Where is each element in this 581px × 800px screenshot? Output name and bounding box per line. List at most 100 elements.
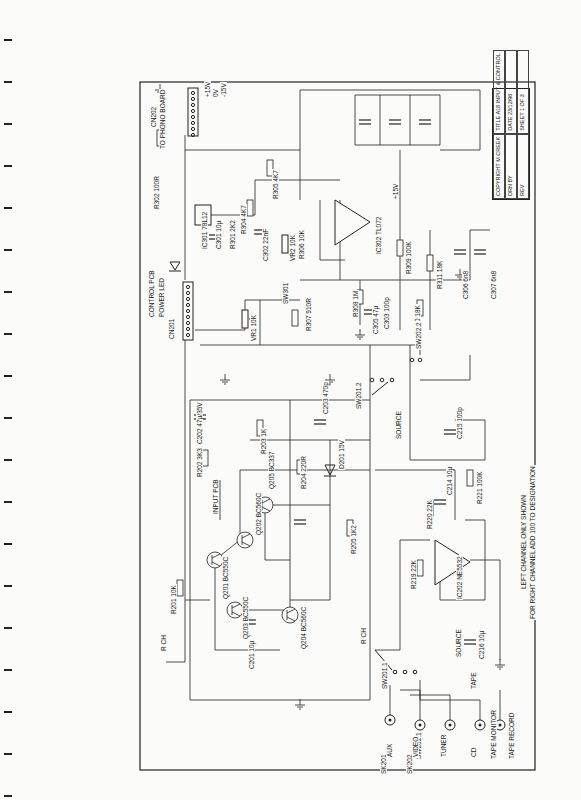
capacitor-plate xyxy=(419,123,431,124)
part-label: SOURCE xyxy=(455,628,462,658)
wire xyxy=(220,480,221,520)
note-text: LEFT CHANNEL ONLY SHOWN xyxy=(520,494,527,590)
wire xyxy=(470,230,490,231)
ground-symbol xyxy=(220,374,230,384)
resistor-symbol xyxy=(427,255,433,271)
part-label: AUX xyxy=(386,743,393,758)
margin-tick xyxy=(4,333,12,335)
wire xyxy=(265,505,290,560)
part-label: VR1 10K xyxy=(250,314,257,342)
part-label: D201 15V xyxy=(338,439,345,470)
part-label: SW301 xyxy=(282,282,289,305)
capacitor-plate xyxy=(434,499,446,500)
part-label: C307 6n8 xyxy=(490,270,497,300)
part-label: R305 4K7 xyxy=(272,169,279,200)
part-label: R304 4K7 xyxy=(240,204,247,235)
wire xyxy=(400,540,430,650)
switch-contact xyxy=(380,378,384,382)
margin-tick xyxy=(4,627,12,629)
wire xyxy=(355,95,440,145)
input-jack xyxy=(475,720,485,730)
transistor-symbol xyxy=(237,532,253,548)
wire xyxy=(185,600,210,601)
part-label: R306 10K xyxy=(298,229,305,260)
capacitor-plate xyxy=(454,253,466,254)
margin-tick xyxy=(4,669,12,671)
transistor-leads xyxy=(262,499,270,511)
connector-pin xyxy=(186,321,189,324)
capacitor-plate xyxy=(464,643,476,644)
capacitor-plate xyxy=(474,253,486,254)
part-label: C306 6n8 xyxy=(462,270,469,300)
wire xyxy=(420,355,470,380)
part-label: R301 2K2 xyxy=(229,219,236,250)
transistor-symbol xyxy=(282,607,298,623)
capacitor-plate xyxy=(434,503,446,504)
capacitor-plate xyxy=(389,119,401,120)
part-label: R302 100R xyxy=(153,175,160,210)
potentiometer-symbol xyxy=(242,310,248,328)
margin-tick xyxy=(4,501,12,503)
part-label: SW201.2 xyxy=(355,381,362,410)
part-label: R307 910R xyxy=(305,297,312,332)
wire xyxy=(410,95,411,145)
part-label: C216 10µ xyxy=(478,630,485,660)
part-label: CD xyxy=(470,747,477,758)
part-label: R309 100K xyxy=(405,240,412,275)
part-label: +15V xyxy=(204,81,211,98)
part-label: R203 1K xyxy=(260,428,267,455)
part-label: SOURCE xyxy=(395,410,402,440)
margin-tick xyxy=(4,165,12,167)
wire xyxy=(250,440,370,441)
part-label: R204 220R xyxy=(300,455,307,490)
resistor-symbol xyxy=(247,200,253,216)
connector-pin xyxy=(186,333,189,336)
part-label: R201 10K xyxy=(170,584,177,615)
part-label: -15V xyxy=(220,82,227,98)
jack-centre xyxy=(419,724,422,727)
capacitor-plate xyxy=(359,123,371,124)
part-label: C203 470p xyxy=(322,381,329,415)
transistor-leads xyxy=(287,609,295,621)
connector-pin xyxy=(186,327,189,330)
connector-pin xyxy=(186,315,189,318)
wire xyxy=(430,230,431,330)
capacitor-plate xyxy=(294,523,306,524)
wire xyxy=(190,400,370,700)
connector-housing xyxy=(183,282,193,340)
margin-tick xyxy=(4,459,12,461)
wire xyxy=(390,685,391,715)
margin-tick xyxy=(4,711,12,713)
part-label: R308 1M xyxy=(352,290,359,318)
title-cell: REV xyxy=(517,134,529,199)
part-label: TAPE MONITOR xyxy=(490,709,497,760)
capacitor-plate xyxy=(444,433,456,434)
connector-pin xyxy=(191,109,194,112)
part-label: POWER LED xyxy=(158,277,165,318)
part-label: SW201.1 xyxy=(381,661,388,690)
opamp-symbol xyxy=(335,200,370,245)
wire xyxy=(190,400,370,401)
part-label: R221 100K xyxy=(476,470,483,505)
opamp-symbol xyxy=(435,540,470,585)
zener-symbol xyxy=(324,465,336,476)
wire xyxy=(200,345,420,355)
margin-tick xyxy=(4,39,12,41)
resistor-symbol xyxy=(177,580,183,596)
part-label: Q204 BC560C xyxy=(300,606,307,650)
wire xyxy=(410,420,485,460)
capacitor-plate xyxy=(474,249,486,250)
part-label: IC301 78L12 xyxy=(201,211,208,250)
transistor-symbol xyxy=(227,602,243,618)
title-block: COPYRIGHT M CREEKTITLE A18 INPUT & CONTR… xyxy=(492,88,530,200)
wire xyxy=(470,560,500,660)
connector-pin xyxy=(191,115,194,118)
connector-pin xyxy=(186,297,189,300)
part-label: CN202 xyxy=(150,106,157,128)
part-label: C302 22nF xyxy=(262,228,269,262)
connector-pin xyxy=(191,97,194,100)
margin-tick xyxy=(4,543,12,545)
part-label: C214 10µ xyxy=(446,466,453,496)
connector-pin xyxy=(186,309,189,312)
jack-centre xyxy=(449,724,452,727)
